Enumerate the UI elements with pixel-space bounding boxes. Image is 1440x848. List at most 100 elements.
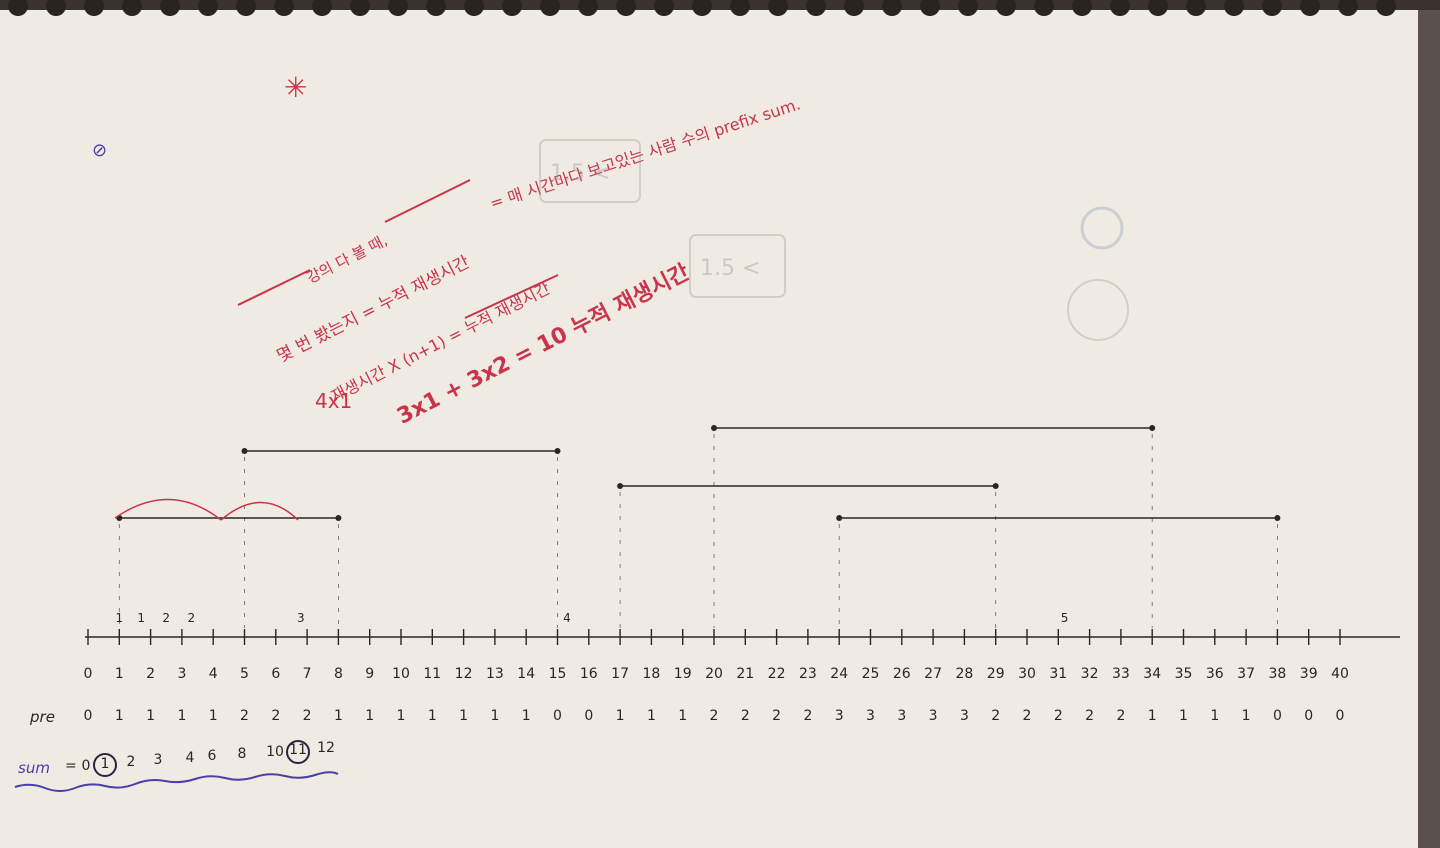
sum-value: 0 <box>82 758 91 774</box>
count-label: 5 <box>1061 611 1069 625</box>
axis-tick-label: 34 <box>1143 666 1161 682</box>
pre-value: 1 <box>146 708 155 724</box>
axis-tick-label: 14 <box>517 666 535 682</box>
ghost-circle-2 <box>1067 279 1129 341</box>
pre-value: 2 <box>1116 708 1125 724</box>
spiral-hole <box>350 0 370 16</box>
pre-value: 3 <box>835 708 844 724</box>
pre-value: 1 <box>647 708 656 724</box>
axis-tick-label: 16 <box>580 666 598 682</box>
spiral-hole <box>1110 0 1130 16</box>
spiral-hole <box>1072 0 1092 16</box>
pre-value: 1 <box>209 708 218 724</box>
interval-end <box>554 448 561 454</box>
pre-value: 1 <box>334 708 343 724</box>
sum-equals: = <box>65 758 77 774</box>
axis-tick-label: 19 <box>674 666 692 682</box>
spiral-hole <box>464 0 484 16</box>
axis-tick-label: 5 <box>240 666 249 682</box>
paper-shadow <box>1418 10 1440 848</box>
spiral-hole <box>996 0 1016 16</box>
pre-value: 2 <box>710 708 719 724</box>
count-label: 2 <box>187 611 195 625</box>
pre-value: 1 <box>1148 708 1157 724</box>
interval-end <box>992 483 999 489</box>
axis-tick-label: 28 <box>955 666 973 682</box>
pre-label: pre <box>29 708 55 726</box>
spiral-hole <box>84 0 104 16</box>
axis-tick-label: 24 <box>830 666 848 682</box>
sum-value: 2 <box>127 754 136 770</box>
red-underline-3 <box>384 179 471 223</box>
pre-value: 1 <box>678 708 687 724</box>
spiral-hole <box>958 0 978 16</box>
count-label: 3 <box>297 611 305 625</box>
pre-value: 1 <box>522 708 531 724</box>
interval-start <box>836 515 843 521</box>
pre-value: 1 <box>428 708 437 724</box>
spiral-hole <box>768 0 788 16</box>
spiral-hole <box>122 0 142 16</box>
spiral-binding <box>8 0 1396 16</box>
axis-tick-label: 40 <box>1331 666 1349 682</box>
spiral-hole <box>1338 0 1358 16</box>
interval-segments <box>116 425 1281 628</box>
axis-tick-label: 11 <box>423 666 441 682</box>
sum-circle-2 <box>286 740 310 764</box>
red-underline-1 <box>237 269 311 306</box>
sum-value: 3 <box>154 752 163 768</box>
pre-value: 2 <box>741 708 750 724</box>
spiral-hole <box>692 0 712 16</box>
pre-value: 3 <box>897 708 906 724</box>
pre-value: 2 <box>240 708 249 724</box>
spiral-hole <box>578 0 598 16</box>
count-label: 1 <box>115 611 123 625</box>
spiral-hole <box>1262 0 1282 16</box>
spiral-hole <box>8 0 28 16</box>
axis-tick-label: 17 <box>611 666 629 682</box>
interval-end <box>1274 515 1281 521</box>
sum-value: 8 <box>238 746 247 762</box>
sum-value: 1 <box>101 756 110 772</box>
pre-value: 2 <box>1054 708 1063 724</box>
spiral-hole <box>1148 0 1168 16</box>
spiral-hole <box>1034 0 1054 16</box>
pre-value: 1 <box>1179 708 1188 724</box>
axis-tick-label: 1 <box>115 666 124 682</box>
pre-value: 2 <box>271 708 280 724</box>
axis-tick-label: 26 <box>893 666 911 682</box>
pre-value: 1 <box>1242 708 1251 724</box>
spiral-hole <box>1376 0 1396 16</box>
axis-tick-label: 33 <box>1112 666 1130 682</box>
axis-tick-label: 2 <box>146 666 155 682</box>
axis-tick-label: 37 <box>1237 666 1255 682</box>
spiral-hole <box>274 0 294 16</box>
sum-label: sum <box>18 759 50 777</box>
spiral-hole <box>806 0 826 16</box>
count-label: 4 <box>563 611 571 625</box>
pre-value: 0 <box>84 708 93 724</box>
count-label: 1 <box>137 611 145 625</box>
sum-value: 6 <box>208 748 217 764</box>
pre-value: 3 <box>929 708 938 724</box>
axis-tick-label: 31 <box>1049 666 1067 682</box>
spiral-hole <box>388 0 408 16</box>
ghost-circle-1 <box>1080 206 1124 250</box>
axis-tick-label: 29 <box>987 666 1005 682</box>
sum-value: 11 <box>289 742 307 758</box>
spiral-hole <box>160 0 180 16</box>
spiral-hole <box>1186 0 1206 16</box>
pre-value: 2 <box>991 708 1000 724</box>
pre-value: 2 <box>1085 708 1094 724</box>
sum-value: 10 <box>266 744 284 760</box>
sum-value: 4 <box>186 750 195 766</box>
spiral-hole <box>46 0 66 16</box>
note-line-5: 4x1 <box>315 389 352 413</box>
pre-value: 0 <box>1336 708 1345 724</box>
axis-tick-label: 4 <box>209 666 218 682</box>
interval-end <box>335 515 342 521</box>
pre-value: 1 <box>365 708 374 724</box>
